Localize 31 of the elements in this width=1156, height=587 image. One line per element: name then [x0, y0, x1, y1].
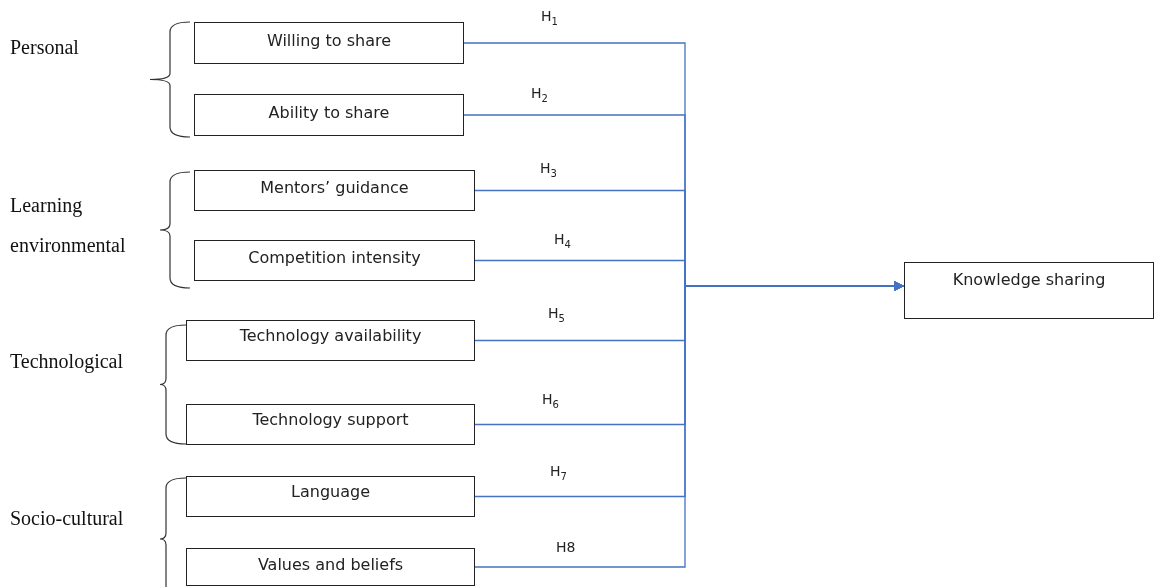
box-label: Knowledge sharing	[952, 270, 1106, 289]
factor-box	[186, 548, 475, 586]
edge-label: H$_{4}$	[554, 231, 571, 250]
box-label: Values and beliefs	[257, 555, 404, 574]
factor-box	[904, 262, 1154, 319]
box-label: Technology support	[252, 410, 409, 429]
box-label: Willing to share	[266, 31, 392, 50]
edge-label: H$_{3}$	[540, 160, 557, 179]
factor-box	[186, 476, 475, 517]
edge-label: H$_{5}$	[548, 305, 565, 324]
category-label: Learning environmental	[10, 193, 127, 258]
edge-label: H$_{7}$	[550, 463, 567, 482]
factor-box	[194, 22, 464, 64]
category-label: Socio-cultural	[10, 506, 125, 531]
box-label: Competition intensity	[248, 248, 421, 267]
factor-box	[186, 320, 475, 361]
factor-box	[194, 170, 475, 211]
category-label: Personal	[10, 35, 80, 60]
category-label: Technological	[10, 349, 124, 375]
connector-arrow	[474, 281, 905, 568]
factor-box	[194, 94, 464, 136]
box-label: Technology availability	[239, 326, 422, 345]
box-label: Language	[291, 482, 370, 501]
box-label: Ability to share	[268, 103, 390, 122]
factor-box	[194, 240, 475, 281]
edge-label: H$_{2}$	[531, 85, 548, 104]
edge-label: H$_{1}$	[541, 8, 558, 27]
edge-label: H$_{6}$	[542, 391, 559, 410]
factor-box	[186, 404, 475, 445]
box-label: Mentors’ guidance	[260, 178, 409, 197]
edge-label: H8	[556, 539, 576, 555]
